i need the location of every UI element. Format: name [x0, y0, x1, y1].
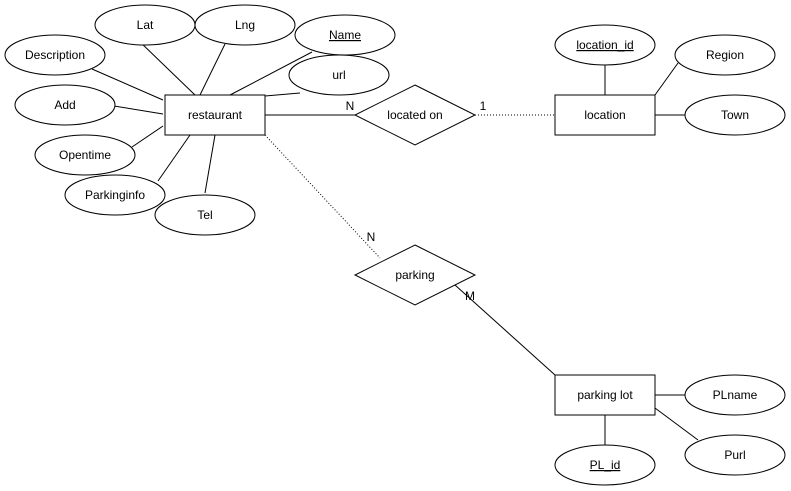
attribute-lng: Lng	[194, 4, 296, 46]
svg-text:parking lot: parking lot	[577, 388, 633, 402]
svg-text:Region: Region	[706, 48, 744, 62]
attribute-town: Town	[684, 94, 786, 136]
svg-text:location_id: location_id	[576, 38, 633, 52]
svg-text:parking: parking	[395, 268, 434, 282]
svg-text:PL_id: PL_id	[590, 458, 621, 472]
edge-purl	[654, 407, 699, 441]
attribute-opentime: Opentime	[34, 134, 136, 176]
edge-lng	[199, 43, 226, 96]
attribute-parkinginfo: Parkinginfo	[64, 174, 166, 216]
svg-text:restaurant: restaurant	[188, 108, 243, 122]
relationship-located-on: located on	[353, 84, 477, 146]
attribute-plname: PLname	[684, 374, 786, 416]
edge-tel	[204, 134, 216, 194]
svg-text:Parkinginfo: Parkinginfo	[85, 188, 145, 202]
edge-description	[91, 68, 164, 101]
cardinality-located-on-location: 1	[480, 99, 487, 113]
attribute-add: Add	[14, 84, 116, 126]
svg-text:PLname: PLname	[713, 388, 758, 402]
edge-parking-parking-lot	[454, 284, 556, 376]
attribute-name: Name	[294, 14, 396, 56]
edge-opentime	[131, 125, 164, 148]
svg-text:Tel: Tel	[197, 208, 212, 222]
svg-text:url: url	[332, 68, 345, 82]
edge-add	[113, 105, 164, 115]
svg-text:Purl: Purl	[724, 448, 745, 462]
svg-text:located on: located on	[387, 108, 442, 122]
svg-text:Lng: Lng	[235, 18, 255, 32]
svg-text:location: location	[584, 108, 625, 122]
attribute-lat: Lat	[94, 4, 196, 46]
edge-lat	[137, 39, 196, 96]
svg-text:Lat: Lat	[137, 18, 154, 32]
cardinality-restaurant-parking: N	[367, 230, 376, 244]
edge-region	[654, 62, 679, 96]
connectors	[91, 39, 699, 445]
cardinality-restaurant-located-on: N	[346, 99, 355, 113]
attribute-pl-id: PL_id	[554, 444, 656, 486]
attribute-tel: Tel	[154, 194, 256, 236]
svg-text:Town: Town	[721, 108, 749, 122]
edge-url	[264, 92, 301, 97]
entity-restaurant: restaurant	[164, 94, 266, 136]
svg-text:Name: Name	[329, 28, 361, 42]
attribute-location-id: location_id	[554, 24, 656, 66]
entity-location: location	[554, 94, 656, 136]
attribute-description: Description	[4, 34, 106, 76]
relationship-parking: parking	[353, 244, 477, 306]
cardinality-parking-parking-lot: M	[465, 289, 475, 303]
svg-text:Description: Description	[25, 48, 85, 62]
attribute-url: url	[288, 54, 390, 96]
svg-text:Opentime: Opentime	[59, 148, 111, 162]
attribute-purl: Purl	[684, 434, 786, 476]
attribute-region: Region	[674, 34, 776, 76]
edge-restaurant-parking	[264, 134, 381, 259]
svg-text:Add: Add	[54, 98, 75, 112]
entity-parking-lot: parking lot	[554, 374, 656, 416]
edge-name	[229, 51, 313, 96]
edge-parkinginfo	[157, 134, 191, 182]
